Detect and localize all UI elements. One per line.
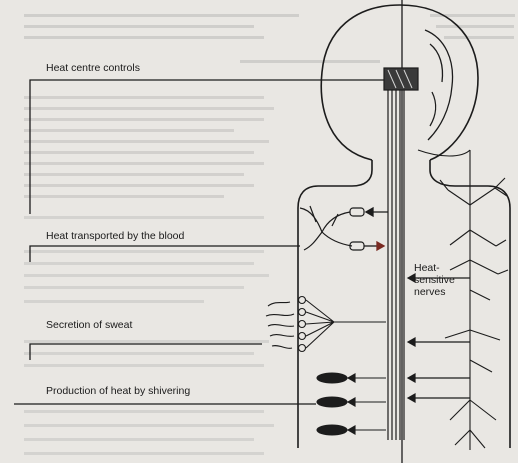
label-shivering: Production of heat by shivering bbox=[46, 385, 190, 397]
label-heat-sensitive-nerves: Heat- sensitive nerves bbox=[414, 262, 455, 298]
blood-arrows bbox=[364, 208, 388, 250]
brain-folds bbox=[425, 30, 453, 140]
heat-centre-block bbox=[384, 68, 418, 90]
label-sweat: Secretion of sweat bbox=[46, 319, 132, 331]
label-blood: Heat transported by the blood bbox=[46, 230, 184, 242]
blood-vessel-branch bbox=[300, 206, 364, 250]
sweat-gland bbox=[266, 297, 386, 352]
heat-centre-line bbox=[30, 80, 384, 214]
nerve-tree bbox=[418, 150, 508, 450]
muscle-fibre bbox=[317, 373, 386, 435]
blood-line bbox=[30, 246, 300, 262]
label-heat-centre: Heat centre controls bbox=[46, 62, 140, 74]
